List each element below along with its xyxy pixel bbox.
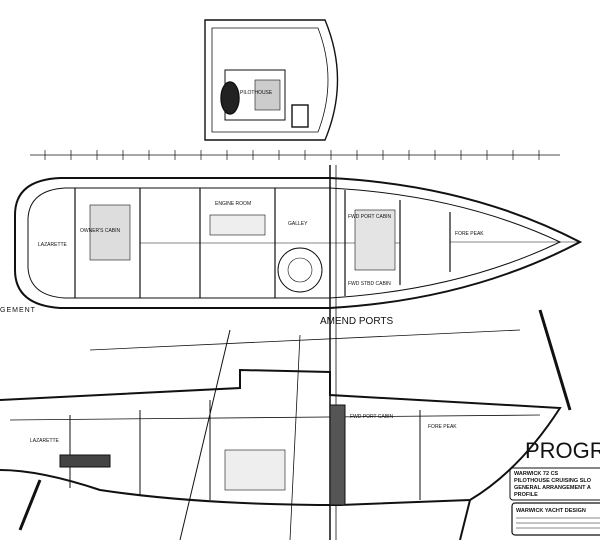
title-line: WARWICK 72 CS bbox=[514, 471, 559, 477]
station-line bbox=[30, 150, 560, 160]
annotation-text: AMEND PORTS bbox=[320, 316, 393, 327]
deck-plan: LAZARETTE OWNER'S CABIN ENGINE ROOM GALL… bbox=[14, 177, 583, 309]
title-line: PILOTHOUSE CRUISING SLO bbox=[514, 478, 592, 484]
room-label: OWNER'S CABIN bbox=[80, 228, 121, 234]
title-block: PROGRE WARWICK 72 CS PILOTHOUSE CRUISING… bbox=[509, 438, 600, 536]
room-label: FWD PORT CABIN bbox=[350, 414, 394, 420]
room-label: ENGINE ROOM bbox=[215, 201, 251, 207]
room-label: FWD PORT CABIN bbox=[348, 214, 392, 220]
drawing-title: PROGRE bbox=[525, 438, 600, 463]
room-label: PILOTHOUSE bbox=[240, 90, 273, 96]
title-line: PROFILE bbox=[514, 492, 538, 498]
room-label: LAZARETTE bbox=[38, 242, 68, 248]
section-label: GEMENT bbox=[0, 307, 36, 314]
room-label: FORE PEAK bbox=[428, 424, 457, 430]
room-label: LAZARETTE bbox=[30, 438, 60, 444]
room-label: GALLEY bbox=[288, 221, 308, 227]
room-label: FWD STBD CABIN bbox=[348, 281, 391, 287]
profile-view: LAZARETTE FWD PORT CABIN FORE PEAK bbox=[0, 165, 572, 540]
designer-name: WARWICK YACHT DESIGN bbox=[516, 508, 586, 514]
room-label: FORE PEAK bbox=[455, 231, 484, 237]
pilothouse-plan: PILOTHOUSE bbox=[204, 19, 339, 141]
title-line: GENERAL ARRANGEMENT A bbox=[514, 485, 591, 491]
